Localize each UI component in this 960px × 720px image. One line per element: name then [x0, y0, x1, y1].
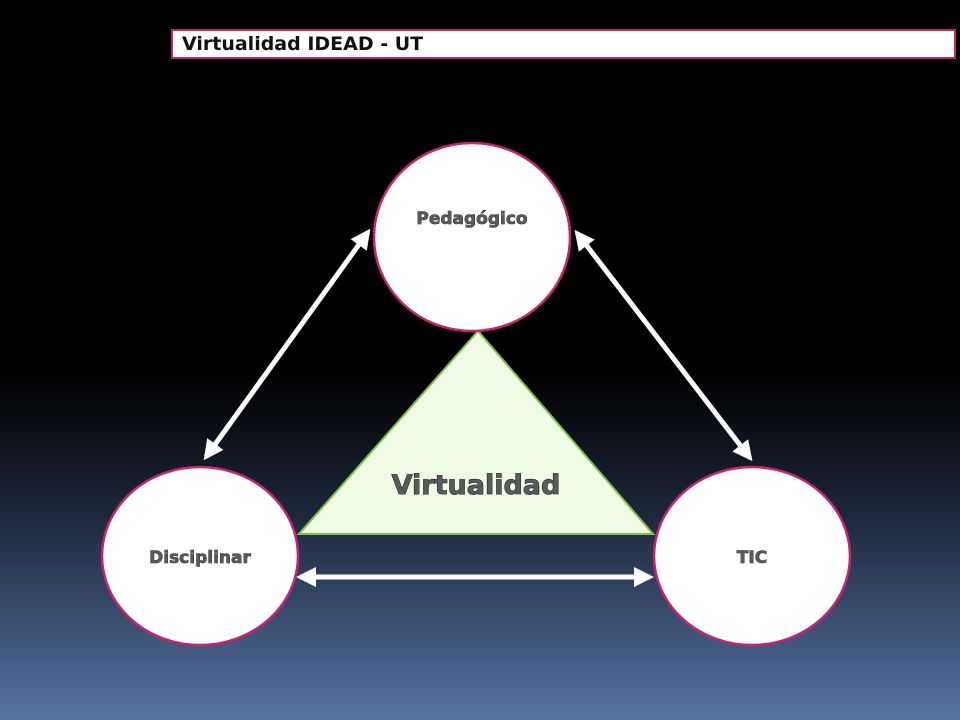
node-tic: [652, 465, 852, 647]
arrow-pedagogico-tic: [574, 229, 753, 462]
page-title: Virtualidad IDEAD - UT: [182, 33, 424, 55]
node-pedagogico-label: Pedagógico: [416, 209, 527, 229]
node-disciplinar-label: Disciplinar: [149, 548, 251, 568]
center-label: Virtualidad: [392, 470, 561, 501]
node-pedagogico: [372, 141, 572, 333]
center-triangle: [296, 329, 656, 535]
node-disciplinar: [100, 465, 300, 647]
node-tic-label: TIC: [737, 548, 767, 568]
title-box: Virtualidad IDEAD - UT: [171, 29, 956, 59]
arrow-pedagogico-disciplinar: [203, 228, 371, 461]
